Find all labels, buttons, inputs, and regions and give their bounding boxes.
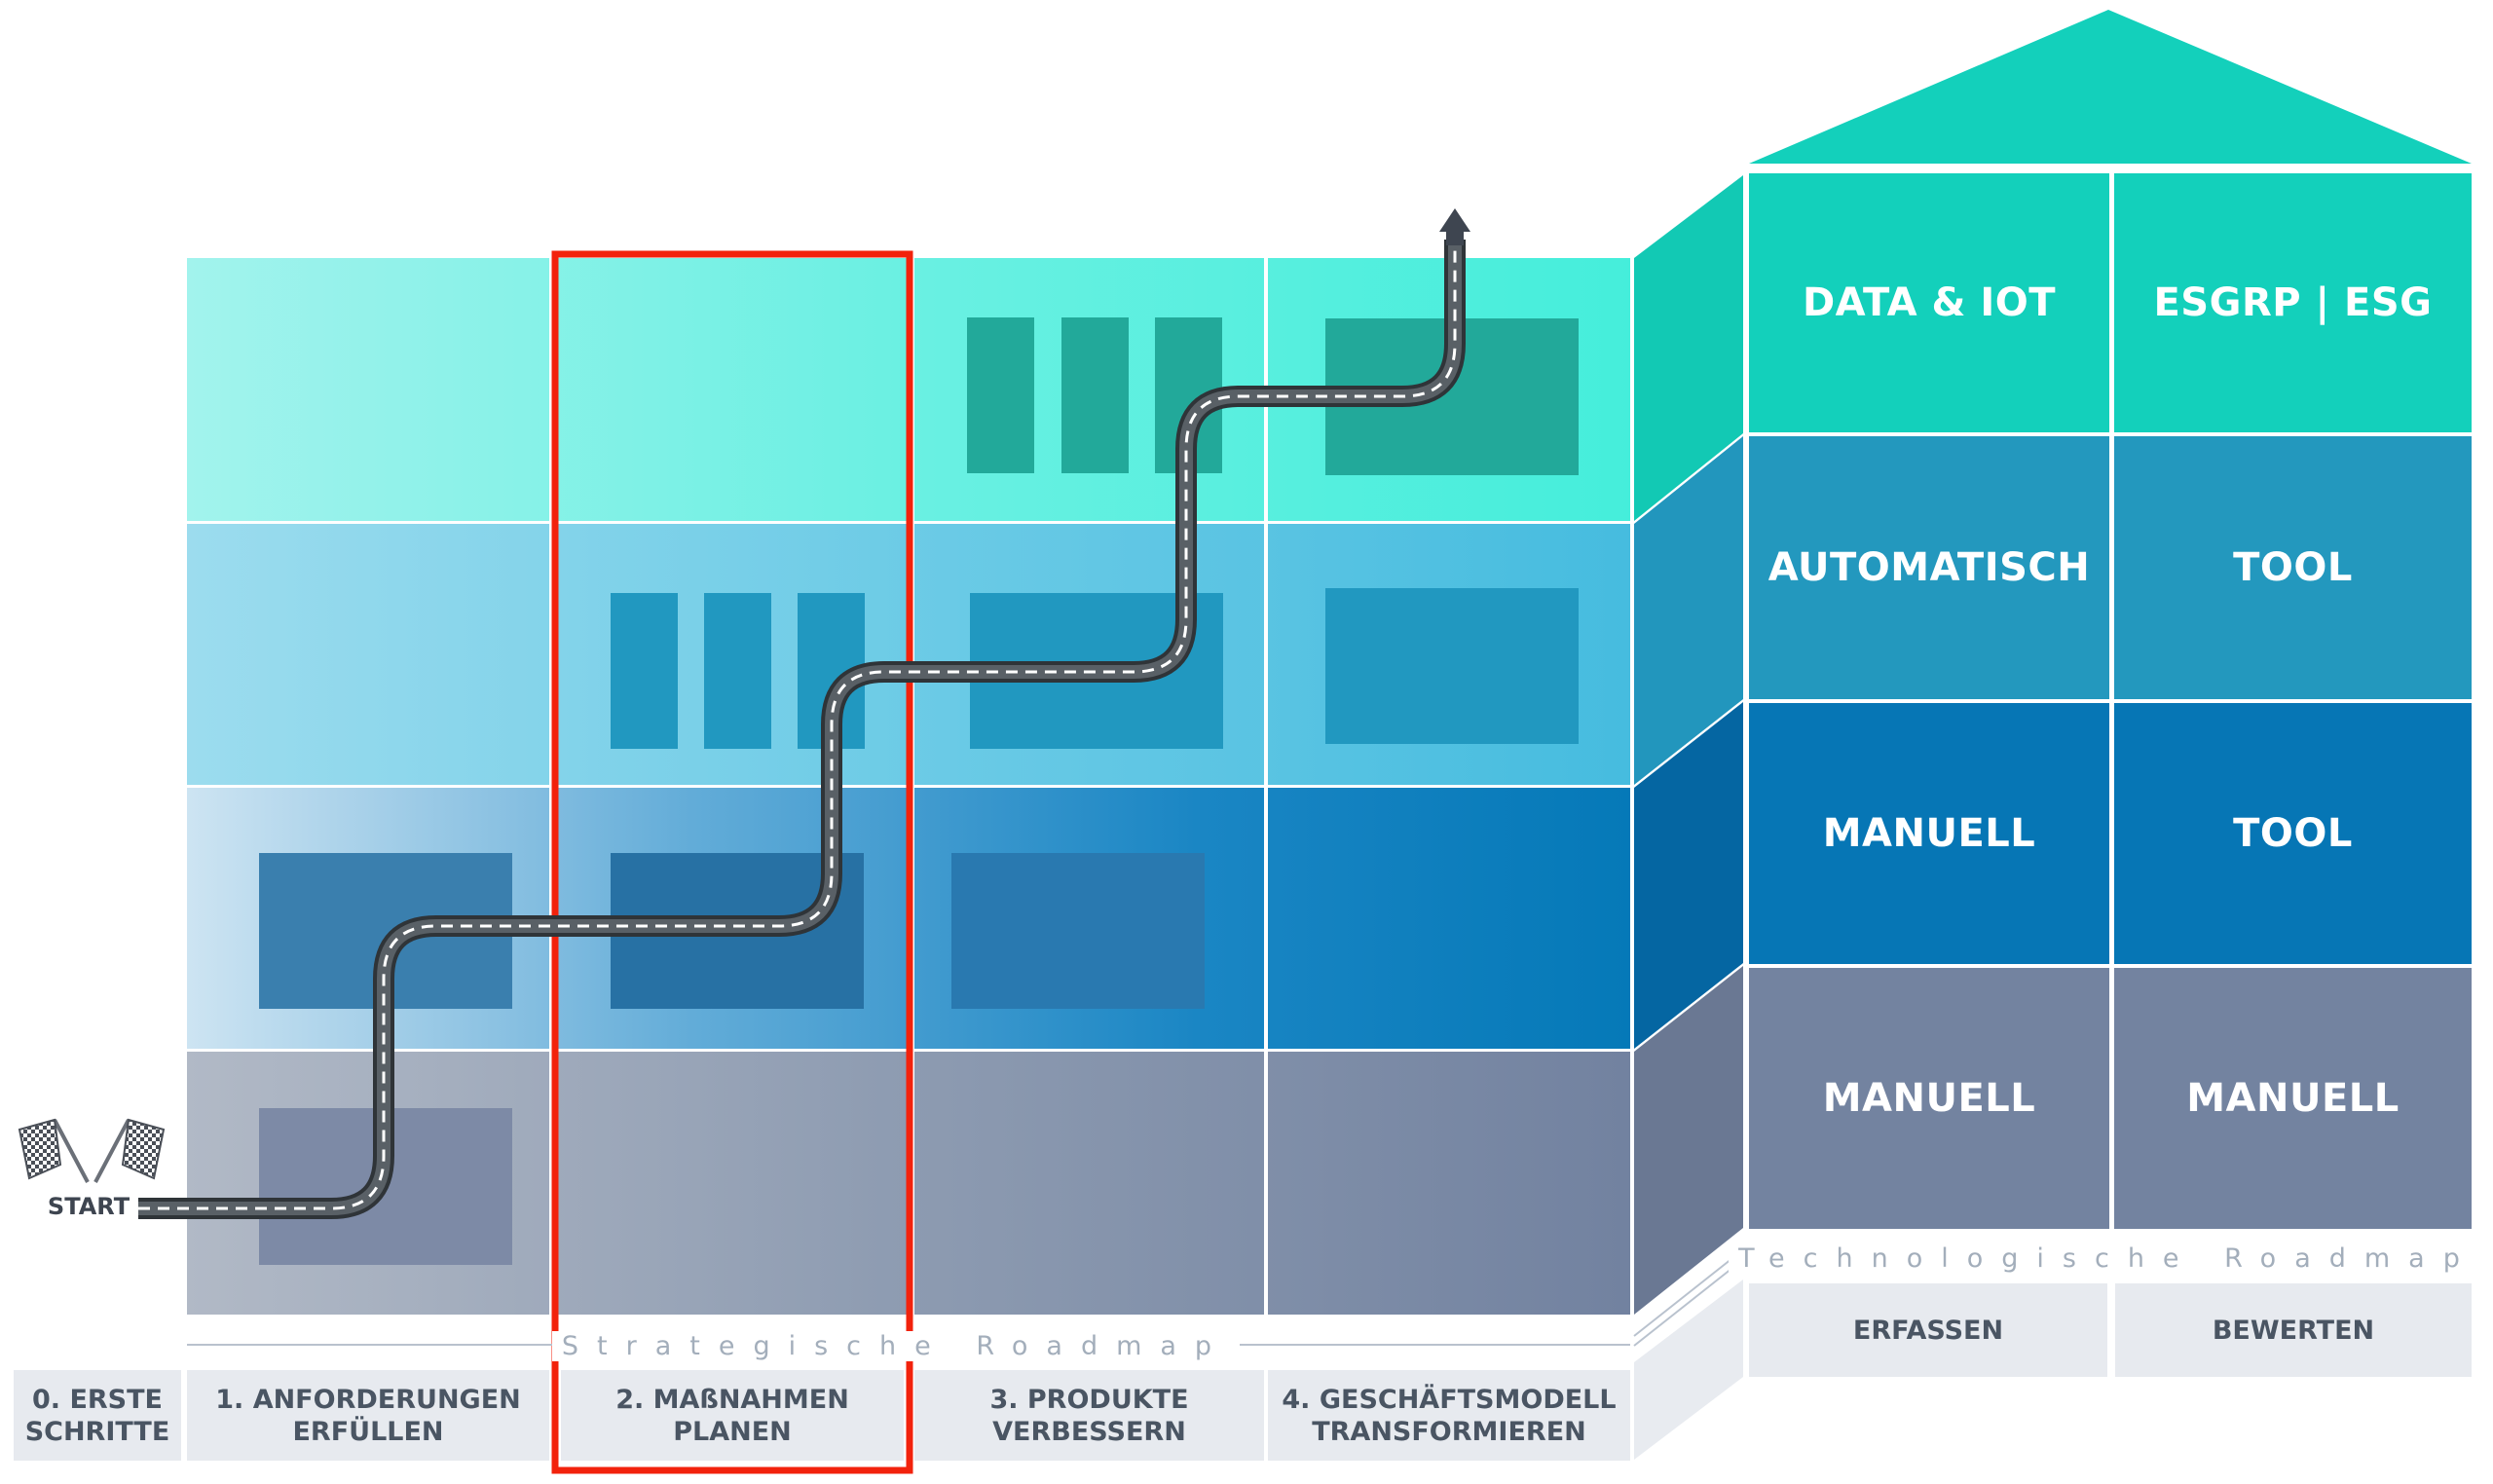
side-face-gray <box>1634 966 1743 1315</box>
house-label-manual-right: MANUELL <box>2186 1076 2400 1121</box>
house <box>1749 10 2472 1377</box>
phase-label-3: 3. PRODUKTE VERBESSERN <box>989 1384 1189 1447</box>
house-label-manual-tool-right: TOOL <box>2233 811 2353 856</box>
highlight-frame <box>551 250 913 1474</box>
block <box>611 593 678 749</box>
checkered-flags-icon <box>18 1118 166 1183</box>
house-label-manual-left: MANUELL <box>1822 1076 2036 1121</box>
connector-line <box>1633 1250 1742 1337</box>
house-roof <box>1749 10 2472 164</box>
house-footer-right: BEWERTEN <box>2212 1315 2375 1346</box>
block <box>1325 588 1579 744</box>
house-label-data-right: ESGRP | ESG <box>2153 280 2433 325</box>
phase-label-1: 1. ANFORDERUNGEN ERFÜLLEN <box>215 1384 521 1447</box>
phase-cell <box>914 1370 1264 1461</box>
strategic-roadmap-label: Strategische Roadmap <box>551 1330 1241 1361</box>
road-center-line <box>138 240 1457 1210</box>
side-face-teal <box>1634 175 1743 521</box>
house-label-automatic-right: TOOL <box>2233 545 2353 590</box>
house-footer-cell <box>1749 1283 2107 1377</box>
phase-cell <box>187 1370 549 1461</box>
phase-cell <box>14 1370 181 1461</box>
house-footer-cell <box>2115 1283 2472 1377</box>
phase-bar <box>14 1344 1630 1461</box>
technology-roadmap-label-wrap: Technologische Roadmap <box>1729 1239 2488 1278</box>
grid-divider <box>1264 258 1268 1315</box>
grid-divider <box>549 258 553 1315</box>
technology-roadmap-label: Technologische Roadmap <box>1729 1243 2488 1274</box>
house-divider <box>2109 173 2114 1229</box>
start-label: START <box>47 1193 130 1220</box>
phase-cell <box>561 1370 904 1461</box>
phase-label-0: 0. ERSTE SCHRITTE <box>24 1384 170 1447</box>
connector-line <box>1633 1260 1742 1347</box>
house-side <box>1633 175 1743 1460</box>
block <box>1061 317 1129 473</box>
roadmap-road <box>138 240 1466 1219</box>
phase-cell <box>1268 1370 1630 1461</box>
side-face-blue <box>1634 702 1743 1049</box>
block <box>951 853 1205 1009</box>
block <box>704 593 771 749</box>
house-label-automatic-left: AUTOMATISCH <box>1767 545 2091 590</box>
block <box>967 317 1034 473</box>
house-footer-left: ERFASSEN <box>1852 1315 2004 1346</box>
phase-label-2: 2. MAßNAHMEN PLANEN <box>615 1384 849 1447</box>
side-face-light-blue <box>1634 436 1743 785</box>
phase-label-4: 4. GESCHÄFTSMODELL TRANSFORMIEREN <box>1282 1384 1617 1447</box>
strategic-roadmap-label-wrap: Strategische Roadmap <box>545 1326 1246 1365</box>
arrow-up-icon <box>1439 208 1470 245</box>
house-label-data-left: DATA & IOT <box>1802 280 2057 325</box>
house-label-manual-tool-left: MANUELL <box>1822 811 2036 856</box>
side-face-base <box>1634 1280 1743 1460</box>
